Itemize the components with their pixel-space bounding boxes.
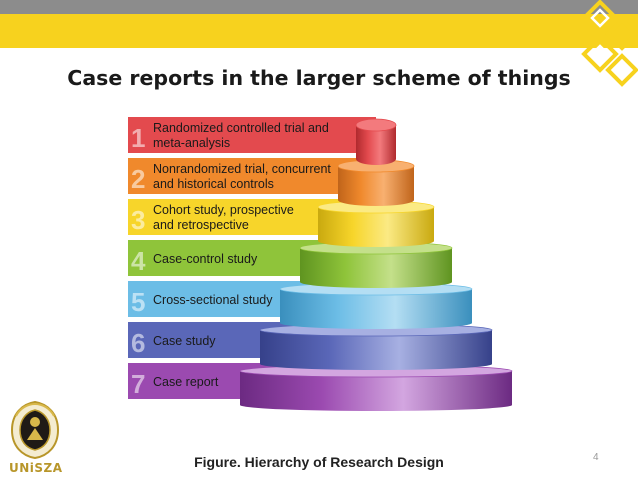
- top-bar-grey-stripe: [0, 0, 638, 14]
- level-number: 7: [131, 369, 145, 399]
- level-band: [128, 158, 376, 194]
- cylinder-body: [240, 371, 512, 411]
- level-number: 6: [131, 328, 145, 358]
- level-label-line2: and historical controls: [153, 177, 274, 191]
- cylinder-body: [260, 330, 492, 370]
- level-number: 2: [131, 164, 145, 194]
- level-label-line2: and retrospective: [153, 218, 249, 232]
- cylinder-body: [338, 166, 414, 206]
- pyramid-level-7: 7 Case report: [128, 363, 513, 411]
- level-label: Case report: [153, 375, 219, 389]
- pyramid-level-5: 5 Cross-sectional study: [128, 281, 473, 329]
- level-label: Case-control study: [153, 252, 258, 266]
- level-label: Case study: [153, 334, 216, 348]
- pyramid-level-6: 6 Case study: [128, 322, 493, 370]
- level-band: [128, 117, 376, 153]
- top-bar-yellow-stripe: [0, 14, 638, 48]
- level-label-line2: meta-analysis: [153, 136, 230, 150]
- university-crest-logo: [10, 400, 60, 460]
- pyramid-level-1: 1 Randomized controlled trial andmeta-ana…: [128, 117, 397, 165]
- cylinder-body: [318, 207, 434, 247]
- cylinder-body: [280, 289, 472, 329]
- top-bar: [0, 0, 638, 48]
- level-number: 5: [131, 287, 145, 317]
- cylinder-body: [300, 248, 452, 288]
- cylinder-top: [355, 118, 397, 132]
- level-label-line1: Randomized controlled trial and: [153, 121, 329, 135]
- page-number: 4: [593, 452, 599, 463]
- level-label-line1: Cohort study, prospective: [153, 203, 294, 217]
- level-number: 3: [131, 205, 145, 235]
- level-label-line1: Nonrandomized trial, concurrent: [153, 162, 331, 176]
- pyramid-level-4: 4 Case-control study: [128, 240, 453, 288]
- level-number: 1: [131, 123, 145, 153]
- figure-caption: Figure. Hierarchy of Research Design: [194, 454, 444, 470]
- cylinder-body: [356, 125, 396, 165]
- corner-diamond-pattern: [581, 0, 638, 87]
- university-logo-text: UNiSZA: [9, 461, 63, 475]
- level-number: 4: [131, 246, 146, 276]
- slide-title: Case reports in the larger scheme of thi…: [67, 66, 571, 90]
- research-hierarchy-pyramid: 7 Case report 6 Case study 5 Cross-sectional …: [128, 117, 513, 411]
- level-label: Cross-sectional study: [153, 293, 273, 307]
